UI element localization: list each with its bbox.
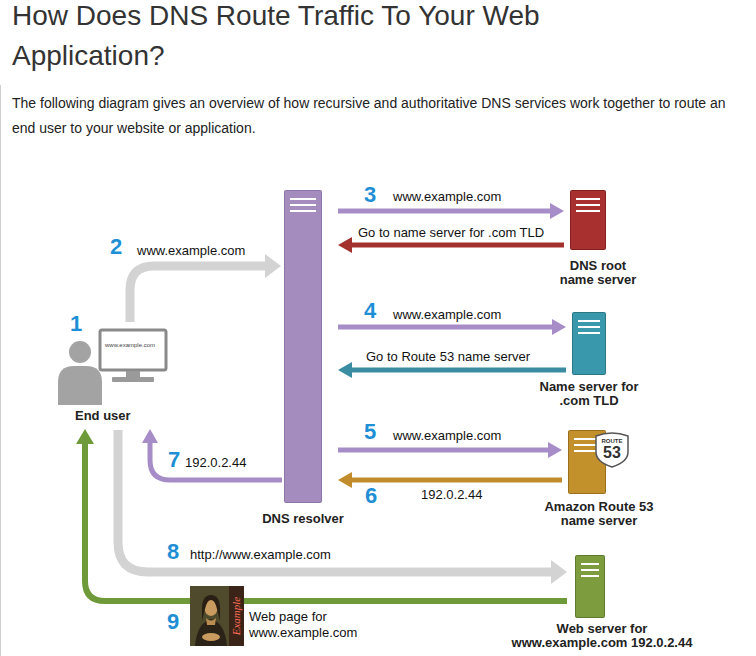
resolver-bar: DNS resolver [284, 190, 322, 503]
callout-number: 5 [364, 421, 376, 443]
callout-number: 2 [110, 236, 122, 258]
callout-number: 4 [364, 300, 376, 322]
edge-label: www.example.com [393, 307, 501, 323]
edge-label: Go to name server for .com TLD [358, 225, 544, 241]
server-box: Web server for www.example.com 192.0.2.4… [575, 555, 605, 618]
edge-label: 192.0.2.44 [421, 487, 482, 503]
callout-number: 3 [364, 184, 376, 206]
callout-number: 6 [365, 485, 377, 507]
edge-label: 192.0.2.44 [185, 455, 246, 471]
connector [142, 429, 282, 480]
badge-text: ROUTE [602, 438, 623, 445]
connector [118, 430, 567, 584]
edge-label: Web page for www.example.com [249, 609, 374, 641]
badge-text: 53 [603, 444, 621, 462]
node-label: Name server for .com TLD [529, 380, 649, 408]
edge-label: Go to Route 53 name server [366, 349, 530, 365]
edge-label: www.example.com [393, 428, 501, 444]
callout-number: 8 [167, 541, 179, 563]
edge-label: www.example.com [393, 189, 501, 205]
server-box: Name server for .com TLD [572, 312, 606, 375]
server-box: DNS root name server [570, 190, 606, 250]
connector [130, 254, 281, 322]
intro-paragraph: The following diagram gives an overview … [12, 91, 750, 141]
node-label: End user [75, 409, 165, 423]
screen-text: www.example.com [105, 342, 155, 349]
connector [338, 362, 566, 378]
callout-number: 9 [167, 611, 179, 633]
node-label: Web server for www.example.com 192.0.2.4… [502, 622, 702, 650]
node-label: Amazon Route 53 name server [537, 500, 662, 528]
page-title: How Does DNS Route Traffic To Your Web A… [12, 0, 612, 76]
connector [338, 442, 562, 458]
edge-label: http://www.example.com [190, 547, 331, 563]
callout-number: 7 [168, 449, 180, 471]
node-label: DNS resolver [243, 512, 363, 526]
painting-signature: Example [230, 597, 242, 635]
node-label: DNS root name server [554, 259, 642, 287]
callout-number: 1 [70, 313, 82, 335]
edge-label: www.example.com [137, 243, 245, 259]
end-user-area: End user [55, 325, 170, 426]
